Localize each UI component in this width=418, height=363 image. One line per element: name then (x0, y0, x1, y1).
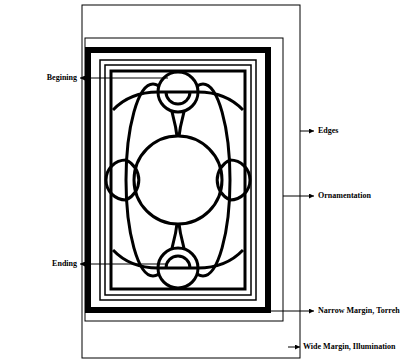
page-edge (82, 5, 300, 358)
rule-line (105, 65, 251, 295)
part-label: Ornamentation (318, 191, 371, 201)
part-label: Narrow Margin, Torreh (318, 306, 400, 316)
ornament-frame (85, 38, 283, 321)
part-label: Ending (52, 259, 77, 269)
part-label: Begining (47, 73, 77, 83)
part-label: Edges (318, 126, 338, 136)
torreh-border (88, 50, 268, 310)
text-frame (111, 71, 245, 289)
ornament (106, 72, 250, 288)
part-label: Wide Margin, Illumination (303, 342, 396, 352)
leader-lines (80, 78, 314, 347)
